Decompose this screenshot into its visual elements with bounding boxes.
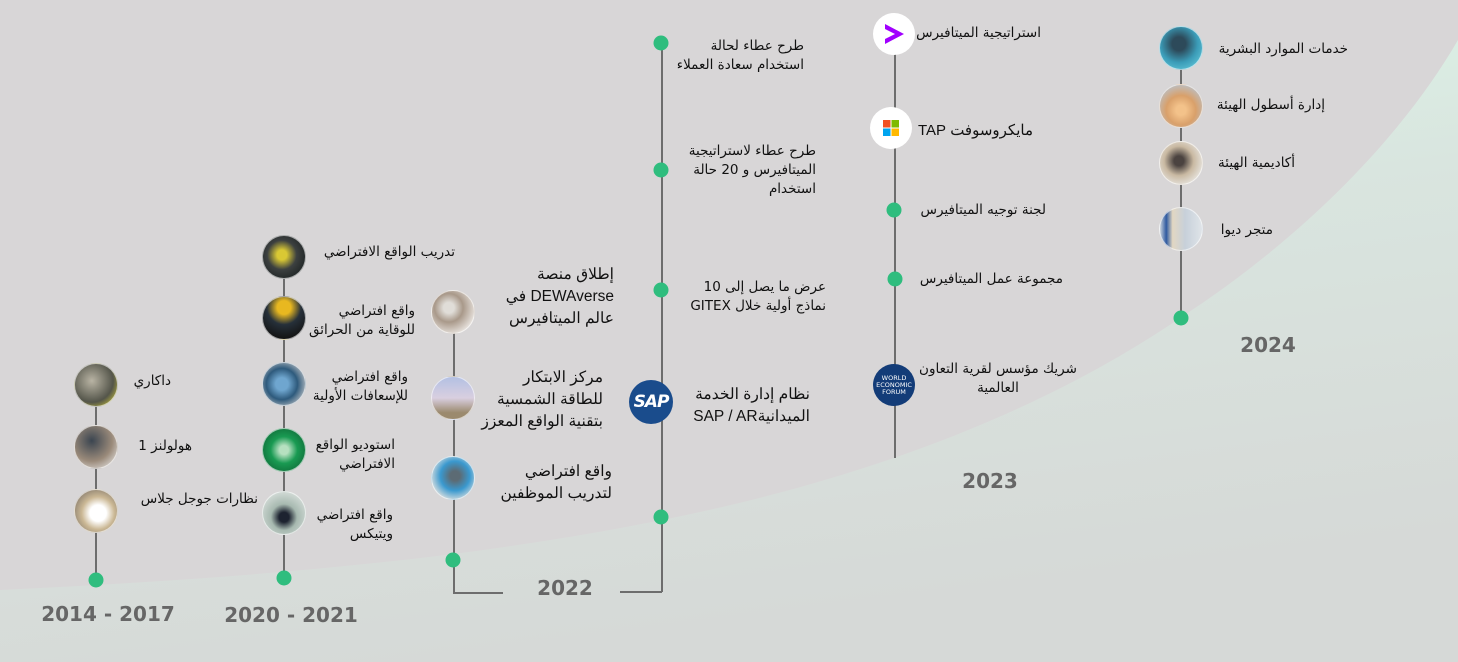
timeline-item-label: داكاري <box>133 373 171 389</box>
timeline-item-label: مركز الابتكار للطاقة الشمسية بتقنية الوا… <box>481 367 603 433</box>
year-label: 2023 <box>962 469 1018 493</box>
timeline-dot <box>88 572 104 588</box>
vr-studio-photo-icon <box>262 428 306 472</box>
label-line: واقع افتراضي <box>524 463 612 480</box>
timeline-line <box>661 43 663 592</box>
label-line: طرح عطاء لاستراتيجية <box>688 143 816 159</box>
year-label: 2020 - 2021 <box>224 603 358 627</box>
sap-logo-icon: SAP <box>629 380 673 424</box>
label-line: نماذج أولية خلال GITEX <box>690 298 826 314</box>
wef-logo-text: WORLD ECONOMIC FORUM <box>876 373 912 396</box>
timeline-item-label: إطلاق منصة DEWAverse في عالم الميتافيرس <box>506 264 614 330</box>
bracket-line <box>453 592 503 594</box>
label-line: الميدانيةSAP / AR <box>693 408 810 425</box>
label-line: إطلاق منصة <box>537 266 614 283</box>
timeline-item-label: طرح عطاء لحالة استخدام سعادة العملاء <box>677 37 804 75</box>
label-line: ويتيكس <box>349 526 393 542</box>
timeline-item-label: مجموعة عمل الميتافيرس <box>919 271 1063 287</box>
academy-photo-icon <box>1159 141 1203 185</box>
dewa-store-photo-icon <box>1159 207 1203 251</box>
wef-line: ECONOMIC <box>876 380 912 389</box>
label-line: الميتافيرس و 20 حالة <box>693 162 816 178</box>
year-label: 2014 - 2017 <box>41 602 175 626</box>
accenture-logo-icon <box>873 13 915 55</box>
sap-logo-text: SAP <box>633 392 670 412</box>
world-economic-forum-logo-icon: WORLD ECONOMIC FORUM <box>873 364 915 406</box>
label-line: DEWAverse في <box>505 288 614 305</box>
official-google-glass-photo-icon <box>74 489 118 533</box>
timeline-item-label: إدارة أسطول الهيئة <box>1216 97 1325 113</box>
timeline-item-label: واقع افتراضي لتدريب الموظفين <box>500 461 612 505</box>
timeline-item-label: أكاديمية الهيئة <box>1218 155 1295 171</box>
employee-training-photo-icon <box>431 456 475 500</box>
timeline-item-label: تدريب الواقع الافتراضي <box>323 244 455 260</box>
timeline-dot <box>445 552 461 568</box>
timeline-item-label: مايكروسوفت TAP <box>917 122 1033 139</box>
timeline-dot <box>653 282 669 298</box>
timeline-item-label: خدمات الموارد البشرية <box>1218 41 1348 57</box>
first-aid-vr-photo-icon <box>262 362 306 406</box>
timeline-dot <box>653 509 669 525</box>
label-line: واقع افتراضي <box>331 369 408 385</box>
timeline-item-label: طرح عطاء لاستراتيجية الميتافيرس و 20 حال… <box>689 142 816 199</box>
timeline-item-label: لجنة توجيه الميتافيرس <box>920 202 1047 218</box>
wetex-vr-photo-icon <box>262 491 306 535</box>
year-label: 2024 <box>1240 333 1296 357</box>
label-line: استخدام <box>768 181 816 197</box>
timeline-item-label: هولولنز 1 <box>138 438 192 454</box>
label-line: الافتراضي <box>339 456 395 472</box>
firefighter-vr-photo-icon <box>262 296 306 340</box>
timeline-line <box>894 34 896 458</box>
timeline-item-label: استراتيجية الميتافيرس <box>916 25 1041 41</box>
label-line: واقع افتراضي <box>316 507 393 523</box>
label-line: بتقنية الواقع المعزز <box>481 413 603 430</box>
timeline-item-label: نظام إدارة الخدمة الميدانيةSAP / AR <box>693 384 810 428</box>
label-line: للوقاية من الحرائق <box>308 322 415 338</box>
timeline-dot <box>886 202 902 218</box>
hololens-user-photo-icon <box>74 425 118 469</box>
worker-ar-headset-photo-icon <box>74 363 118 407</box>
timeline-item-label: متجر ديوا <box>1220 222 1273 238</box>
timeline-dot <box>653 35 669 51</box>
vr-training-photo-icon <box>262 235 306 279</box>
innovation-centre-photo-icon <box>431 376 475 420</box>
dewaverse-launch-photo-icon <box>431 290 475 334</box>
label-line: شريك مؤسس لقرية التعاون <box>919 361 1077 377</box>
timeline-line <box>283 258 285 578</box>
timeline-dot <box>276 570 292 586</box>
timeline-dot <box>887 271 903 287</box>
year-label: 2022 <box>537 576 593 600</box>
label-line: واقع افتراضي <box>338 303 415 319</box>
microsoft-logo-icon <box>870 107 912 149</box>
label-line: لتدريب الموظفين <box>500 485 612 502</box>
label-line: العالمية <box>977 380 1019 396</box>
label-line: عرض ما يصل إلى 10 <box>703 279 826 295</box>
wef-line: FORUM <box>882 387 906 396</box>
label-line: استخدام سعادة العملاء <box>676 57 804 73</box>
label-line: للإسعافات الأولية <box>312 388 408 404</box>
label-line: استوديو الواقع <box>315 437 395 453</box>
timeline-line <box>453 312 455 594</box>
timeline-item-label: واقع افتراضي للإسعافات الأولية <box>313 368 408 406</box>
microsoft-squares-icon <box>883 120 899 136</box>
timeline-item-label: عرض ما يصل إلى 10 نماذج أولية خلال GITEX <box>690 278 826 316</box>
hr-services-photo-icon <box>1159 26 1203 70</box>
timeline-item-label: واقع افتراضي ويتيكس <box>317 506 393 544</box>
timeline-dot <box>653 162 669 178</box>
accenture-chevron-icon <box>885 24 904 44</box>
label-line: نظام إدارة الخدمة <box>695 386 810 403</box>
timeline-item-label: نظارات جوجل جلاس <box>140 491 258 507</box>
bracket-line <box>620 591 662 593</box>
timeline-item-label: واقع افتراضي للوقاية من الحرائق <box>309 302 415 340</box>
label-line: عالم الميتافيرس <box>509 310 614 327</box>
timeline-item-label: شريك مؤسس لقرية التعاون العالمية <box>918 360 1078 398</box>
wef-line: WORLD <box>881 373 907 382</box>
label-line: مركز الابتكار <box>523 369 603 386</box>
label-line: للطاقة الشمسية <box>497 391 603 408</box>
timeline-item-label: استوديو الواقع الافتراضي <box>316 436 395 474</box>
timeline-dot <box>1173 310 1189 326</box>
fleet-management-photo-icon <box>1159 84 1203 128</box>
timeline-line <box>95 385 97 580</box>
label-line: طرح عطاء لحالة <box>710 38 804 54</box>
